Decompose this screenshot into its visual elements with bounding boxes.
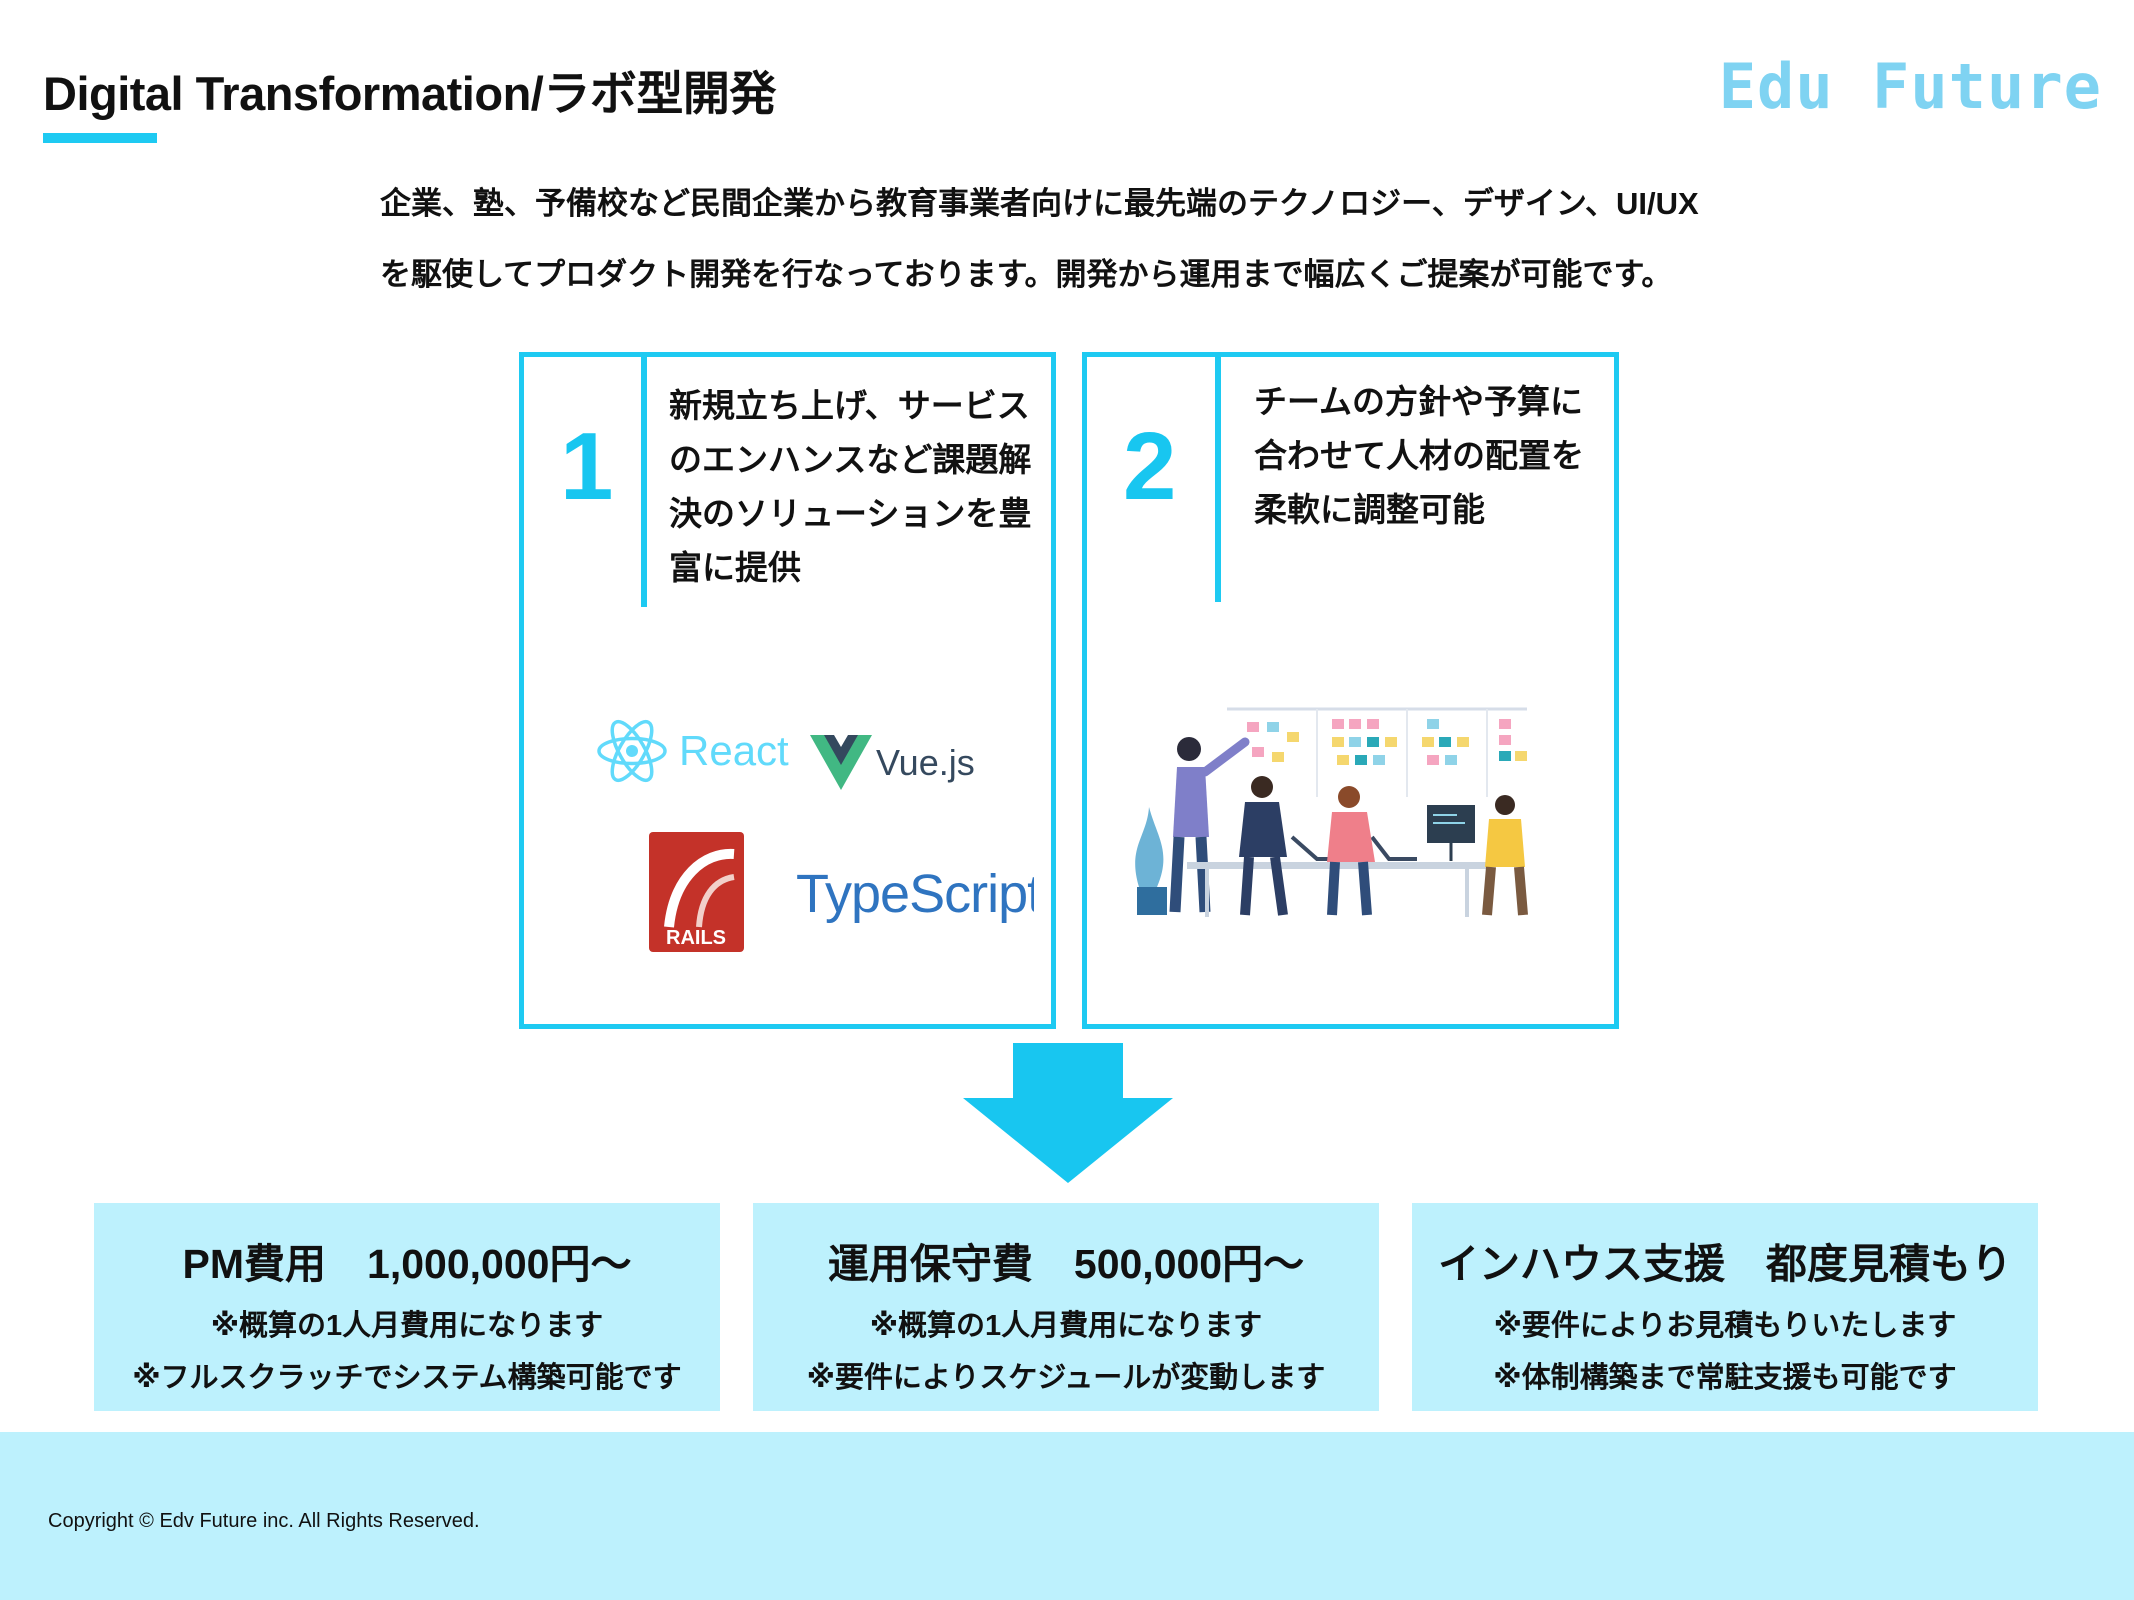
down-arrow-icon [963,1043,1173,1183]
sticky-notes [1247,719,1527,765]
react-logo-text: React [679,727,789,774]
card-divider [641,357,647,607]
pricing-note: ※要件によりスケジュールが変動します [806,1362,1326,1394]
card-number: 2 [1123,413,1177,520]
copyright-text: Copyright © Edv Future inc. All Rights R… [48,1510,480,1532]
pricing-box-inhouse: インハウス支援 都度見積もり ※要件によりお見積もりいたします ※体制構築まで常… [1412,1203,2038,1411]
card-description: チームの方針や予算に合わせて人材の配置を柔軟に調整可能 [1254,383,1584,528]
title-underline [43,133,157,143]
pricing-box-maintenance: 運用保守費 500,000円〜 ※概算の1人月費用になります ※要件によりスケジ… [753,1203,1379,1411]
pricing-note: ※要件によりお見積もりいたします [1493,1310,1957,1342]
pricing-box-pm: PM費用 1,000,000円〜 ※概算の1人月費用になります ※フルスクラッチ… [94,1203,720,1411]
card-divider [1215,357,1221,602]
intro-line-1: 企業、塾、予備校など民間企業から教育事業者向けに最先端のテクノロジー、デザイン、… [380,186,1699,221]
react-logo-icon [597,719,667,783]
vue-logo-icon [810,735,872,790]
pricing-heading: PM費用 1,000,000円〜 [182,1241,632,1287]
tech-stack-logos: React Vue.js RAILS TypeScript [597,719,1034,952]
pricing-note: ※概算の1人月費用になります [210,1310,604,1342]
vue-logo-text: Vue.js [876,742,975,783]
intro-line-2: を駆使してプロダクト開発を行なっております。開発から運用まで幅広くご提案が可能で… [380,257,1673,292]
card-description: 新規立ち上げ、サービスのエンハンスなど課題解決のソリューションを豊富に提供 [669,387,1032,586]
pricing-heading: 運用保守費 500,000円〜 [827,1241,1305,1287]
typescript-logo-text: TypeScript [796,864,1034,924]
feature-card-2: 2 チームの方針や予算に合わせて人材の配置を柔軟に調整可能 [1082,352,1619,1029]
feature-card-1: 1 新規立ち上げ、サービスのエンハンスなど課題解決のソリューションを豊富に提供 … [519,352,1056,1029]
pricing-note: ※フルスクラッチでシステム構築可能です [132,1362,682,1394]
page-title: Digital Transformation/ラボ型開発 [43,67,776,120]
card-number: 1 [560,413,614,520]
team-meeting-illustration [1135,707,1528,917]
svg-text:RAILS: RAILS [666,927,726,949]
pricing-note: ※体制構築まで常駐支援も可能です [1493,1362,1957,1394]
intro-text: 企業、塾、予備校など民間企業から教育事業者向けに最先端のテクノロジー、デザイン、… [380,168,1800,310]
rails-logo-icon: RAILS [649,832,744,952]
brand-logo: Edu Future [1718,50,2102,123]
pricing-heading: インハウス支援 都度見積もり [1438,1241,2012,1287]
footer: Copyright © Edv Future inc. All Rights R… [0,1432,2134,1600]
pricing-note: ※概算の1人月費用になります [869,1310,1263,1342]
